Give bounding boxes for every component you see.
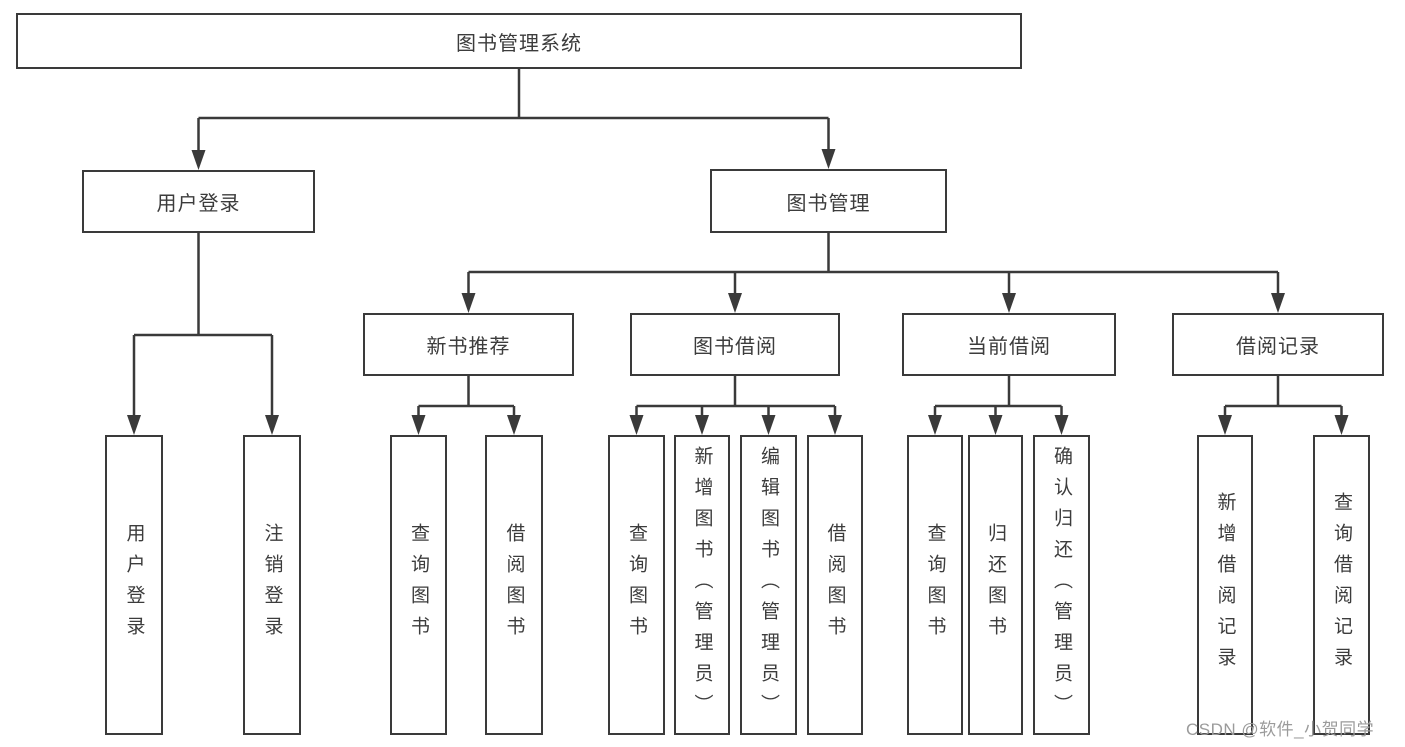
node-leaf-borrow-books-recommend: 借阅图书: [485, 435, 543, 735]
leaf-label: 归还图书: [985, 523, 1006, 647]
leaf-label: 新增借阅记录: [1214, 492, 1236, 678]
node-book-management-branch: 图书管理: [710, 169, 947, 233]
node-module-new-book-recommend: 新书推荐: [363, 313, 574, 376]
node-leaf-logout: 注销登录: [243, 435, 301, 735]
node-user-login-branch: 用户登录: [82, 170, 315, 233]
node-root-system: 图书管理系统: [16, 13, 1022, 69]
node-leaf-add-borrow-record: 新增借阅记录: [1197, 435, 1253, 735]
arrowheads: [127, 149, 1349, 435]
node-leaf-add-book-admin: 新增图书（管理员）: [674, 435, 730, 735]
leaf-label: 查询图书: [408, 523, 429, 647]
node-leaf-query-books-borrow: 查询图书: [608, 435, 665, 735]
leaf-label: 新增图书（管理员）: [691, 445, 713, 725]
node-leaf-confirm-return-admin: 确认归还（管理员）: [1033, 435, 1090, 735]
leaf-label: 借阅图书: [824, 523, 846, 647]
node-leaf-query-books-recommend: 查询图书: [390, 435, 447, 735]
leaf-label: 确认归还（管理员）: [1051, 445, 1072, 725]
leaf-label: 注销登录: [261, 523, 283, 647]
node-leaf-query-borrow-record: 查询借阅记录: [1313, 435, 1370, 735]
node-leaf-user-login: 用户登录: [105, 435, 163, 735]
node-leaf-borrow-book: 借阅图书: [807, 435, 863, 735]
node-module-borrow-record: 借阅记录: [1172, 313, 1384, 376]
node-leaf-query-books-current: 查询图书: [907, 435, 963, 735]
leaf-label: 借阅图书: [503, 523, 525, 647]
node-module-book-borrow: 图书借阅: [630, 313, 840, 376]
leaf-label: 用户登录: [123, 523, 145, 647]
leaf-label: 查询图书: [924, 523, 946, 647]
node-leaf-return-book: 归还图书: [968, 435, 1023, 735]
node-module-current-borrow: 当前借阅: [902, 313, 1116, 376]
leaf-label: 查询借阅记录: [1331, 492, 1352, 678]
leaf-label: 编辑图书（管理员）: [758, 445, 779, 725]
node-leaf-edit-book-admin: 编辑图书（管理员）: [740, 435, 797, 735]
leaf-label: 查询图书: [626, 523, 647, 647]
csdn-watermark: CSDN @软件_小贺同学: [1186, 720, 1375, 739]
